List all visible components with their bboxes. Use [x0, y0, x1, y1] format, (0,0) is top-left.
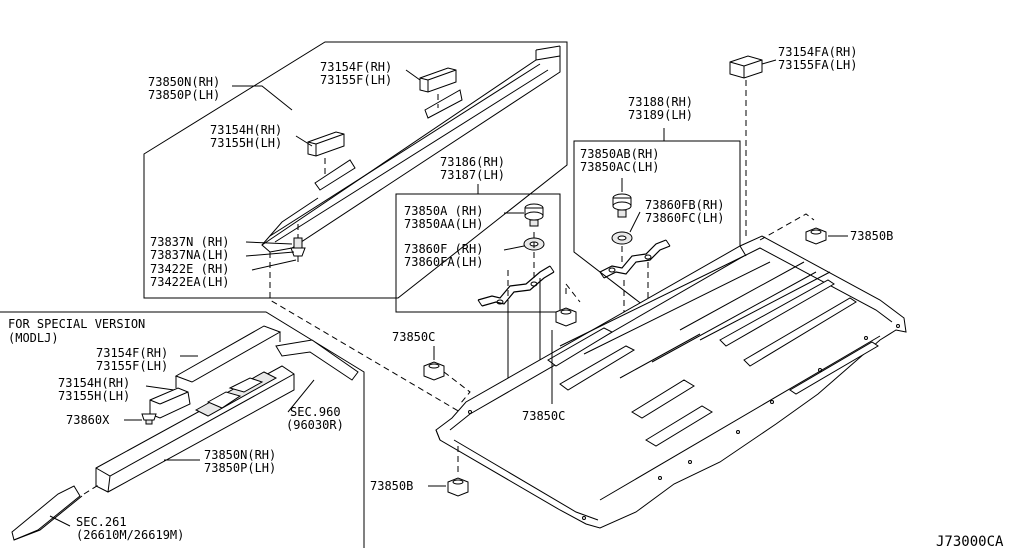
label-sv-sec261: SEC.261: [76, 515, 127, 529]
nut-73850c-left: [423, 346, 471, 405]
grommet-73850a: [504, 203, 544, 227]
roof-rail-inset: [143, 41, 568, 299]
roof-ribs: [547, 255, 881, 501]
label-73186: 73186(RH): [440, 155, 505, 169]
svg-text:73155H(LH): 73155H(LH): [210, 136, 282, 150]
svg-text:73860FA(LH): 73860FA(LH): [404, 255, 483, 269]
bracket-73186-box: [395, 184, 561, 313]
svg-text:73850P(LH): 73850P(LH): [148, 88, 220, 102]
label-sv-73154f: 73154F(RH): [96, 346, 168, 360]
svg-text:73850P(LH): 73850P(LH): [204, 461, 276, 475]
label-73154f: 73154F(RH): [320, 60, 392, 74]
label-73860f: 73860F (RH): [404, 242, 483, 256]
cover-73154fa: [729, 55, 777, 240]
special-version-subtitle: (MODLJ): [8, 331, 59, 345]
grommet-73850ab: [612, 178, 632, 218]
svg-text:73422E (RH): 73422E (RH): [150, 262, 229, 276]
roof-panel: [435, 235, 907, 529]
label-sv-73850n: 73850N(RH): [204, 448, 276, 462]
svg-text:73155F(LH): 73155F(LH): [96, 359, 168, 373]
svg-text:73155FA(LH): 73155FA(LH): [778, 58, 857, 72]
label-sv-sec960: SEC.960: [290, 405, 341, 419]
svg-text:73189(LH): 73189(LH): [628, 108, 693, 122]
label-73850c-left: 73850C: [392, 330, 435, 344]
label-73850n: 73850N(RH): [148, 75, 220, 89]
projection-line: [269, 252, 461, 413]
cover-73154h: [307, 131, 345, 178]
bracket-73188: [599, 239, 671, 279]
label-73850c-mid: 73850C: [522, 409, 565, 423]
special-version-title: FOR SPECIAL VERSION: [8, 317, 145, 331]
svg-text:73422EA(LH): 73422EA(LH): [150, 275, 229, 289]
part-labels: 73850N(RH) 73850P(LH) 73154F(RH) 73155F(…: [8, 45, 1004, 550]
svg-text:73837NA(LH): 73837NA(LH): [150, 248, 229, 262]
svg-text:(96030R): (96030R): [286, 418, 344, 432]
diagram-code: J73000CA: [936, 534, 1004, 550]
washer-73860f: [503, 237, 545, 251]
nut-73850b-right: [759, 213, 848, 245]
roof-holes: [468, 324, 900, 520]
svg-text:73850AA(LH): 73850AA(LH): [404, 217, 483, 231]
label-73850b-bottom: 73850B: [370, 479, 413, 493]
washer-73860fb: [611, 211, 641, 245]
label-73850ab: 73850AB(RH): [580, 147, 659, 161]
label-sv-73154h: 73154H(RH): [58, 376, 130, 390]
label-73154fa: 73154FA(RH): [778, 45, 857, 59]
clip-73837n: [290, 224, 306, 262]
svg-text:(26610M/26619M): (26610M/26619M): [76, 528, 184, 542]
label-73154h: 73154H(RH): [210, 123, 282, 137]
svg-text:73860FC(LH): 73860FC(LH): [645, 211, 724, 225]
svg-text:73155H(LH): 73155H(LH): [58, 389, 130, 403]
svg-text:73850AC(LH): 73850AC(LH): [580, 160, 659, 174]
svg-text:73187(LH): 73187(LH): [440, 168, 505, 182]
label-73860fb: 73860FB(RH): [645, 198, 724, 212]
nut-73850c-mid: [551, 282, 581, 404]
cover-73154f: [419, 67, 457, 108]
label-73850a: 73850A (RH): [404, 204, 483, 218]
label-sv-73860x: 73860X: [66, 413, 110, 427]
nut-73850b-bottom: [428, 446, 469, 497]
label-73837n: 73837N (RH): [150, 235, 229, 249]
special-version-panel: [0, 311, 365, 548]
label-73850b-right: 73850B: [850, 229, 893, 243]
bracket-73186: [477, 265, 555, 307]
label-73188: 73188(RH): [628, 95, 693, 109]
svg-text:73155F(LH): 73155F(LH): [320, 73, 392, 87]
